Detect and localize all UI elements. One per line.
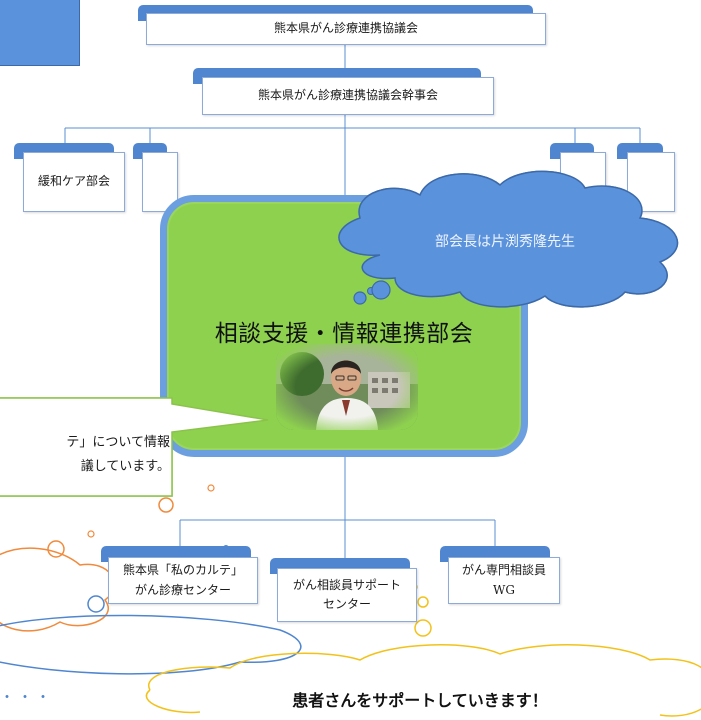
palliative-label: 緩和ケア部会 [37, 174, 110, 189]
main-committee-title: 相談支援・情報連携部会 [214, 321, 474, 347]
child-box-1: 熊本県「私のカルテ」 がん診療センター [108, 557, 258, 604]
trailing-dots: ・・・ [0, 690, 54, 706]
council-label: 熊本県がん診療連携協議会 [273, 21, 418, 36]
orange-cloud [0, 547, 115, 632]
child-2-line-1: がん相談員サポート [292, 577, 401, 592]
corner-decoration [0, 0, 80, 66]
child-3-line-2: WG [493, 582, 515, 597]
callout-line-1: テ」について情報 [66, 435, 170, 450]
child-1-line-1: 熊本県「私のカルテ」 [122, 563, 243, 578]
council-box: 熊本県がん診療連携協議会 [146, 13, 546, 45]
chair-photo [276, 344, 418, 430]
executive-label: 熊本県がん診療連携協議会幹事会 [257, 88, 438, 103]
support-message: 患者さんをサポートしていきます！ [292, 691, 548, 710]
chair-note: 部会長は片渕秀隆先生 [435, 234, 575, 250]
connector-lines [64, 44, 641, 560]
child-box-3: がん専門相談員 WG [448, 557, 560, 604]
child-3-line-1: がん専門相談員 [461, 563, 546, 578]
person-photo-icon [276, 344, 418, 430]
child-2-line-2: センター [322, 597, 371, 611]
yellow-cloud [145, 574, 701, 717]
child-1-line-2: がん診療センター [134, 582, 231, 597]
executive-box: 熊本県がん診療連携協議会幹事会 [202, 77, 494, 115]
child-box-2: がん相談員サポート センター [277, 568, 417, 622]
palliative-box: 緩和ケア部会 [23, 152, 125, 212]
callout-line-2: 議しています。 [80, 459, 170, 474]
